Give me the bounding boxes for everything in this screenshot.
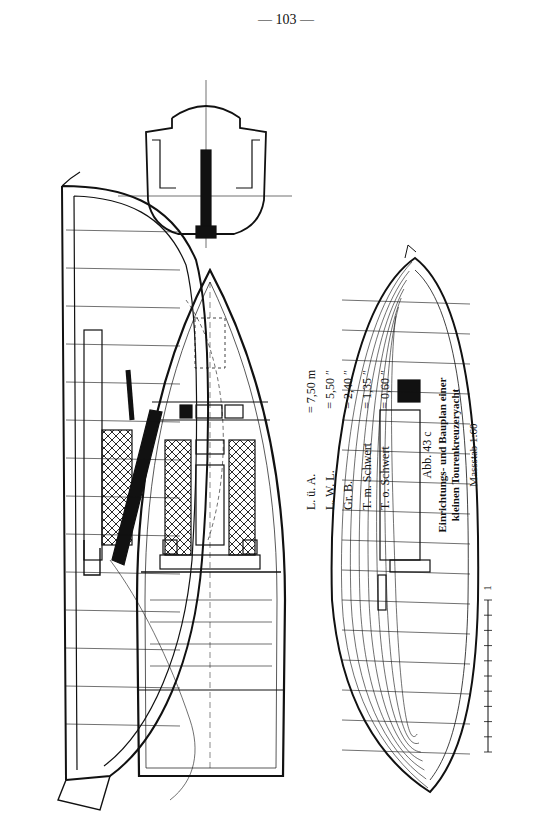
spec-row: Gr. B. = 2,40 ″ [342,370,356,510]
spec-name: Gr. B. [342,481,356,510]
spec-value: = 2,40 ″ [342,370,356,409]
spec-row: T. o. Schwert = 0,60 ″ [379,370,393,510]
construction-plan [332,245,479,792]
scale-number: 1 [482,586,494,591]
spec-value: = 0,60 ″ [379,370,393,409]
figure-caption: Einrichtungs- und Bauplan einer kleinen … [436,363,461,548]
spec-value: = 7,50 m [305,370,319,413]
spec-name: T. o. Schwert [379,446,393,510]
scale-note: Massstab 1:60 [467,423,480,486]
midship-section [118,80,292,248]
spec-value: = 5,50 ″ [324,370,338,409]
spec-name: T. m. Schwert [361,443,375,510]
inboard-profile [58,172,223,810]
figure-number: Abb. 43 c [421,432,435,479]
spec-name: L. ü. A. [305,474,319,510]
page-number: — 103 — [258,12,314,28]
scale-bar [484,600,492,752]
spec-row: T. m. Schwert = 1,35 ″ [361,370,375,510]
spec-value: = 1,35 ″ [361,370,375,409]
spec-name: L. W. L. [324,470,338,510]
spec-row: L. ü. A. = 7,50 m [305,370,319,510]
spec-row: L. W. L. = 5,50 ″ [324,370,338,510]
